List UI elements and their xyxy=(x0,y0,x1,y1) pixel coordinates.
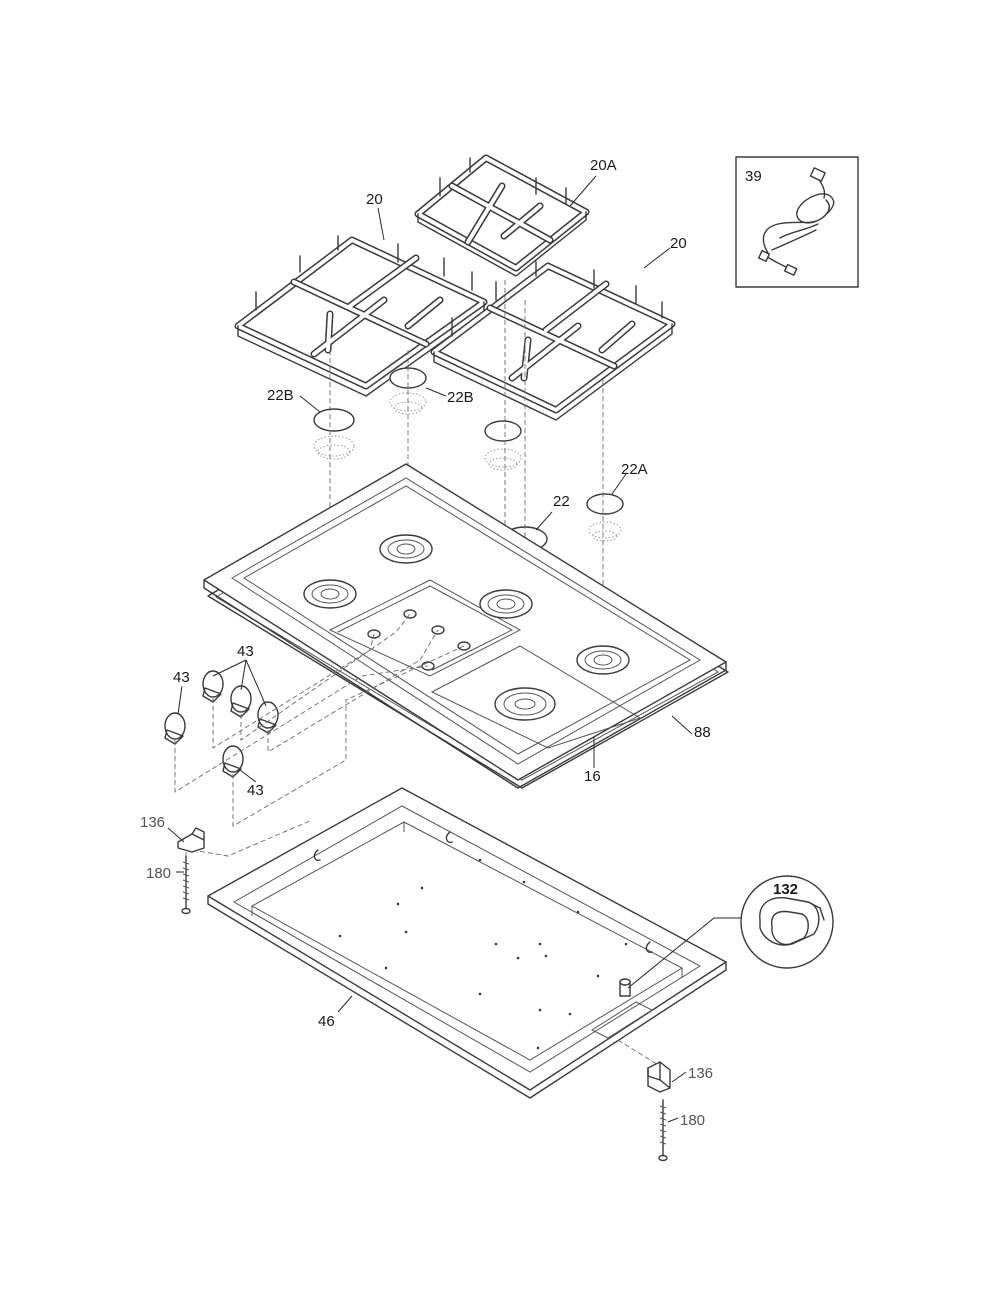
label-burner-box: 46 xyxy=(318,1013,335,1030)
label-cap-left: 22B xyxy=(267,387,294,404)
label-grommet: 132 xyxy=(773,881,798,898)
screw-right-180[interactable] xyxy=(658,1099,668,1162)
grate-center-20A[interactable] xyxy=(414,154,590,277)
label-cap-right: 22A xyxy=(621,461,648,478)
burner-box-46[interactable] xyxy=(207,787,727,1099)
alignment-lines-knobs xyxy=(174,613,465,857)
knob[interactable] xyxy=(222,745,244,778)
grommet-inset-132[interactable] xyxy=(740,875,834,969)
leader-lines xyxy=(167,175,693,1123)
label-cap-center: 22B xyxy=(447,389,474,406)
label-screw-right: 180 xyxy=(680,1112,705,1129)
control-knobs-43[interactable] xyxy=(164,670,279,778)
burner-cap-left-22B[interactable] xyxy=(313,408,355,460)
knob[interactable] xyxy=(202,670,224,703)
label-bracket-left: 136 xyxy=(140,814,165,831)
label-knob-left: 43 xyxy=(173,669,190,686)
label-power-cord: 39 xyxy=(745,168,762,185)
label-grate-center: 20A xyxy=(590,157,617,174)
label-cooktop: 16 xyxy=(584,768,601,785)
burner-cap-right-22A[interactable] xyxy=(586,493,624,542)
label-grate-left: 20 xyxy=(366,191,383,208)
screw-left-180[interactable] xyxy=(181,855,191,915)
burner-cap-center-22B[interactable] xyxy=(484,420,522,471)
knob[interactable] xyxy=(164,712,186,745)
power-cord-inset[interactable] xyxy=(735,156,859,288)
part-labels: 39 20 20A 20 22B 22B 22 22A 43 43 43 88 … xyxy=(140,157,798,1129)
label-cap-large: 22 xyxy=(553,493,570,510)
grate-right-20[interactable] xyxy=(430,261,676,421)
knob[interactable] xyxy=(257,701,279,734)
grate-left-20[interactable] xyxy=(234,235,488,397)
cooktop-16[interactable] xyxy=(203,463,729,789)
bracket-right-136[interactable] xyxy=(647,1061,671,1093)
label-grate-right: 20 xyxy=(670,235,687,252)
label-gasket: 88 xyxy=(694,724,711,741)
grommet-leader xyxy=(627,917,742,989)
label-bracket-right: 136 xyxy=(688,1065,713,1082)
alignment-lines-brackets xyxy=(185,852,661,1067)
label-knobs-group: 43 xyxy=(237,643,254,660)
bracket-left-136[interactable] xyxy=(177,827,205,853)
knob[interactable] xyxy=(230,685,252,718)
label-knob-bottom: 43 xyxy=(247,782,264,799)
label-screw-left: 180 xyxy=(146,865,171,882)
